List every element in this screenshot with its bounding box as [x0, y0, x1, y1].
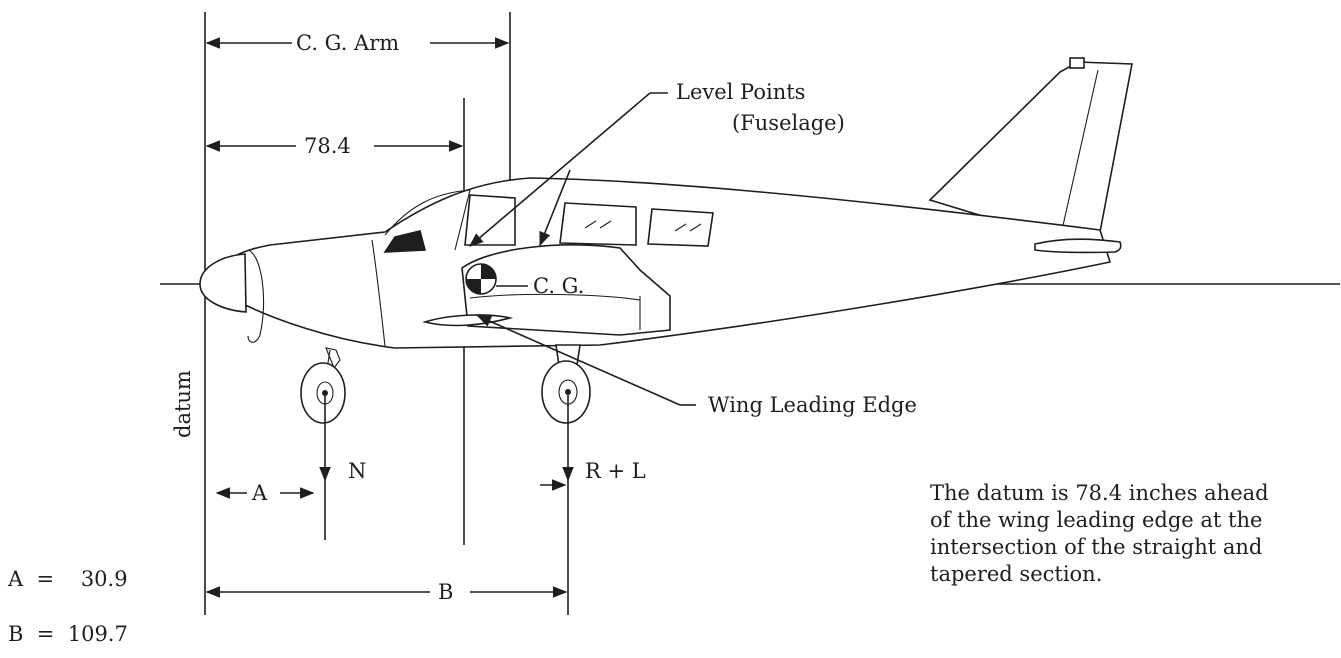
- fuselage-label: (Fuselage): [732, 111, 845, 135]
- svg-text:tapered section.: tapered section.: [930, 562, 1102, 586]
- dimension-b-label: B: [438, 580, 453, 604]
- b-value: B = 109.7: [8, 622, 128, 646]
- aircraft-illustration: [199, 57, 1133, 424]
- dimension-a-label: A: [251, 481, 268, 505]
- cg-label: C. G.: [533, 274, 584, 298]
- datum-label: datum: [171, 370, 195, 438]
- level-points-label: Level Points: [676, 80, 805, 104]
- a-value: A = 30.9: [7, 567, 128, 591]
- svg-text:The datum is 78.4 inches ahead: The datum is 78.4 inches ahead: [930, 481, 1269, 505]
- svg-text:intersection of the straight a: intersection of the straight and: [930, 535, 1262, 559]
- main-reaction-label: R + L: [585, 459, 646, 483]
- wing-leading-edge-label: Wing Leading Edge: [708, 393, 917, 417]
- svg-text:of the wing leading edge at th: of the wing leading edge at the: [930, 508, 1262, 532]
- nose-reaction-label: N: [348, 459, 366, 483]
- dimension-78-4-label: 78.4: [304, 134, 351, 158]
- datum-note: The datum is 78.4 inches ahead of the wi…: [930, 481, 1269, 586]
- cg-arm-label: C. G. Arm: [296, 31, 399, 55]
